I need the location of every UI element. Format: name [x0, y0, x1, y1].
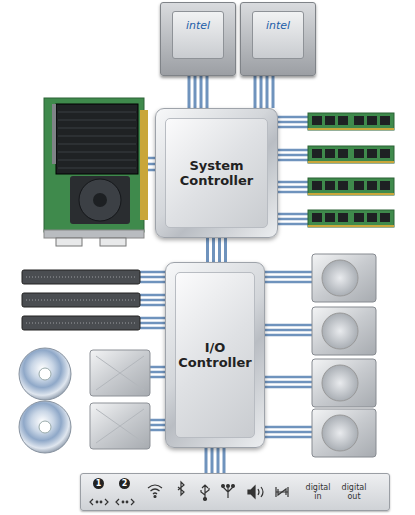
- port-label: digital in: [301, 483, 335, 501]
- port-number: 2: [119, 478, 130, 489]
- system-controller: System Controller: [155, 108, 278, 238]
- port-number: 1: [93, 478, 104, 489]
- processor-chip: intel: [240, 2, 316, 76]
- bus-connector: [189, 76, 207, 108]
- port-label: digital out: [337, 483, 371, 501]
- chip-logo: intel: [161, 19, 235, 32]
- io-controller: I/O Controller: [165, 262, 265, 448]
- chip-logo: intel: [241, 19, 315, 32]
- bus-connector: [255, 76, 273, 108]
- port-panel: 1 2 digital indigital out: [80, 473, 390, 511]
- hard-drive: [312, 254, 376, 457]
- controller-label: I/O Controller: [175, 340, 255, 370]
- processor-chip: intel: [160, 2, 236, 76]
- bus-connector: [208, 238, 226, 262]
- optical-drive: [19, 348, 150, 453]
- controller-label: System Controller: [177, 158, 257, 188]
- graphics-card: [44, 98, 148, 246]
- pci-slot: [22, 270, 140, 330]
- memory-module: [308, 113, 394, 227]
- bus-connector: [206, 448, 224, 473]
